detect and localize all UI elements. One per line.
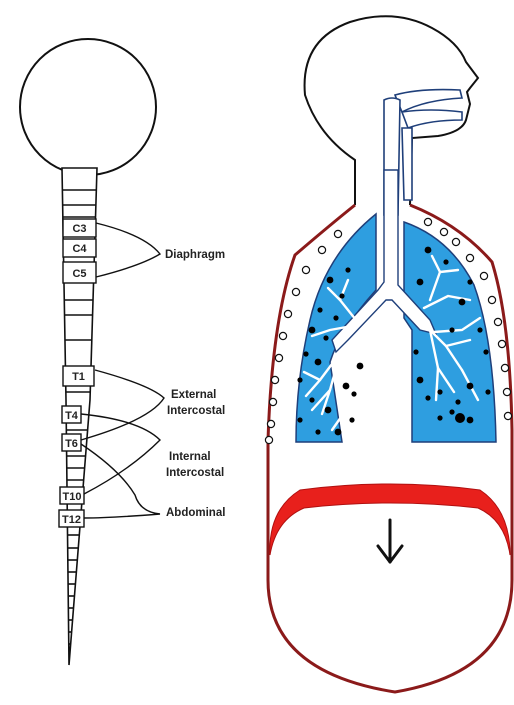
rib-marker (334, 230, 341, 237)
rib-marker (503, 388, 510, 395)
alveolus (317, 307, 322, 312)
rib-marker (504, 412, 511, 419)
abdominal-label: Abdominal (166, 507, 225, 519)
segment-t12: T12 (59, 510, 84, 527)
alveolus (309, 327, 316, 334)
alveolus (297, 377, 302, 382)
alveolus (303, 351, 308, 356)
rib-marker (267, 420, 274, 427)
alveolus (467, 279, 472, 284)
alveolus (315, 429, 320, 434)
segment-label-t12: T12 (62, 514, 81, 526)
spinal-figure: C3 C4 C5 T1 T4 T6 T10 T12 (20, 39, 225, 665)
alveolus (449, 409, 454, 414)
segment-label-t6: T6 (65, 438, 78, 450)
alveolus (417, 279, 424, 286)
alveolus (477, 327, 482, 332)
alveolus (323, 335, 328, 340)
alveolus (357, 363, 364, 370)
rib-marker (269, 398, 276, 405)
rib-marker (494, 318, 501, 325)
segment-t1: T1 (63, 366, 94, 386)
segment-c3: C3 (63, 219, 96, 237)
alveolus (449, 327, 454, 332)
rib-marker (279, 332, 286, 339)
segment-t10: T10 (60, 487, 84, 504)
segment-label-t4: T4 (65, 410, 79, 422)
alveolus (413, 349, 418, 354)
alveolus (443, 259, 448, 264)
alveolus (455, 399, 460, 404)
alveolus (345, 267, 350, 272)
alveolus (335, 429, 342, 436)
alveolus (315, 359, 322, 366)
alveolus (437, 389, 442, 394)
segment-label-c3: C3 (72, 223, 86, 235)
alveolus (297, 417, 302, 422)
alveolus (339, 293, 344, 298)
segment-t6: T6 (62, 434, 81, 451)
alveolus (459, 299, 466, 306)
alveolus (333, 315, 338, 320)
abdominal-nerve-line (81, 444, 160, 518)
alveolus (425, 395, 430, 400)
diaphragm-label: Diaphragm (165, 249, 225, 261)
internal-intercostal-label-line1: Internal (169, 451, 211, 463)
alveolus (309, 397, 314, 402)
alveolus (343, 383, 350, 390)
segment-c4: C4 (63, 239, 96, 257)
rib-marker (318, 246, 325, 253)
alveolus (327, 277, 334, 284)
segment-label-t10: T10 (63, 491, 82, 503)
internal-intercostal-label-line2: Intercostal (166, 467, 224, 479)
external-intercostal-label-line1: External (171, 389, 216, 401)
rib-marker (466, 254, 473, 261)
rib-marker (271, 376, 278, 383)
rib-marker (265, 436, 272, 443)
rib-marker (480, 272, 487, 279)
diaphragm-nerve-line (96, 223, 160, 277)
torso-figure (265, 16, 512, 692)
brain-circle (20, 39, 156, 175)
alveolus (351, 391, 356, 396)
rib-marker (284, 310, 291, 317)
rib-marker (440, 228, 447, 235)
segment-label-t1: T1 (72, 371, 85, 383)
alveolus (467, 417, 474, 424)
rib-marker (302, 266, 309, 273)
alveolus (325, 407, 332, 414)
rib-marker (275, 354, 282, 361)
rib-marker (452, 238, 459, 245)
rib-marker (488, 296, 495, 303)
segment-label-c4: C4 (72, 243, 87, 255)
alveolus (483, 349, 488, 354)
alveolus (417, 377, 424, 384)
rib-marker (498, 340, 505, 347)
alveolus (349, 417, 354, 422)
rib-marker (501, 364, 508, 371)
segment-c5: C5 (63, 262, 96, 283)
rib-marker (292, 288, 299, 295)
alveolus (455, 413, 465, 423)
alveolus (467, 383, 474, 390)
segment-label-c5: C5 (72, 268, 86, 280)
alveolus (437, 415, 442, 420)
segment-t4: T4 (62, 406, 81, 423)
external-intercostal-label-line2: Intercostal (167, 405, 225, 417)
alveolus (425, 247, 432, 254)
rib-marker (424, 218, 431, 225)
alveolus (485, 389, 490, 394)
